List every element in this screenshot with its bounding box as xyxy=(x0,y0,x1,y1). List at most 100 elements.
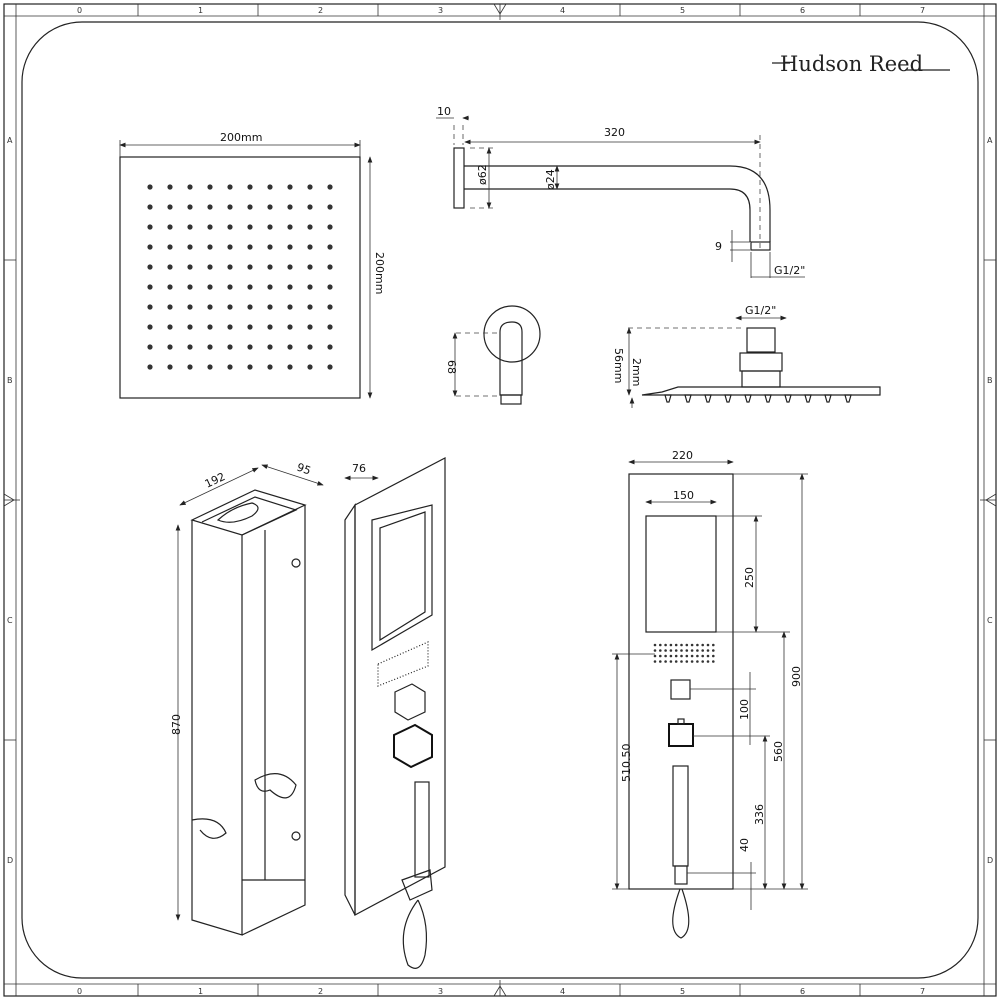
recess-width-label: 150 xyxy=(673,489,694,502)
nozzle-dot xyxy=(307,184,313,190)
nozzle-dot xyxy=(247,264,253,270)
plate-thickness-label: 10 xyxy=(437,105,451,118)
jet-dot xyxy=(659,643,662,647)
jet-dot xyxy=(653,643,657,647)
nozzle-dot xyxy=(247,224,253,230)
jet-dot xyxy=(706,649,710,652)
nozzle-dot xyxy=(147,324,153,330)
nozzle-dot xyxy=(327,324,333,330)
jet-dot xyxy=(659,654,662,658)
nozzle-dot xyxy=(247,304,253,310)
nozzle-dot xyxy=(187,364,193,370)
nozzle-dot xyxy=(247,204,253,210)
jet-dot xyxy=(680,654,683,658)
nozzle-dot xyxy=(167,364,173,370)
jet-dot xyxy=(712,660,715,663)
shower-head-top-view: 200mm 200mm xyxy=(119,131,386,399)
column-labels-bottom: 0 1 2 3 4 5 6 7 xyxy=(77,987,925,996)
nozzle-dot xyxy=(247,284,253,290)
nozzle-dot xyxy=(147,264,153,270)
nozzle-dot xyxy=(187,284,193,290)
jet-dot xyxy=(712,649,715,652)
housing-height-label: 870 xyxy=(170,714,183,735)
nozzle-dot xyxy=(307,264,313,270)
nozzle-dot xyxy=(147,184,153,190)
nozzle-dot xyxy=(187,244,193,250)
jet-dot xyxy=(685,654,689,658)
nozzle-dot xyxy=(227,304,233,310)
nozzle-dot xyxy=(307,304,313,310)
nozzle-dot xyxy=(227,324,233,330)
label: 5 xyxy=(680,6,685,15)
jet-dot xyxy=(696,660,699,663)
nozzle-dot xyxy=(327,244,333,250)
jet-dot xyxy=(696,649,699,652)
nozzle-dot xyxy=(227,264,233,270)
jet-dot xyxy=(653,649,657,652)
jet-dot xyxy=(690,649,694,652)
jet-dot xyxy=(669,660,673,663)
nozzle-dot xyxy=(147,304,153,310)
plate-diameter-label: ø62 xyxy=(476,164,489,185)
nozzle-tooth xyxy=(764,394,772,403)
panel-front-view: 220 150 250 900 510.50 100 560 336 40 xyxy=(612,449,808,939)
nozzle-dot xyxy=(167,184,173,190)
label: 1 xyxy=(198,6,203,15)
jet-dot xyxy=(659,660,662,663)
nozzle-dot xyxy=(167,224,173,230)
jet-dot xyxy=(674,654,678,658)
nozzle-dot xyxy=(287,324,293,330)
label: 0 xyxy=(77,6,82,15)
nozzle-dot xyxy=(247,364,253,370)
nozzle-dot xyxy=(167,324,173,330)
jet-dot xyxy=(664,654,667,658)
housing-box-iso: 192 95 870 xyxy=(170,461,324,936)
jet-dot xyxy=(712,643,715,647)
nozzle-dot xyxy=(207,344,213,350)
head-thread-label: G1/2" xyxy=(745,304,776,317)
arm-thread-label: G1/2" xyxy=(774,264,805,277)
jet-dot xyxy=(659,649,662,652)
label: D xyxy=(7,856,13,865)
nozzle-dot xyxy=(147,204,153,210)
nozzle-dot xyxy=(267,304,273,310)
nozzle-dot xyxy=(307,284,313,290)
outlet-height-label: 40 xyxy=(738,838,751,852)
thread-length-label: 9 xyxy=(715,240,722,253)
jet-dot xyxy=(706,654,710,658)
nozzle-dot xyxy=(267,284,273,290)
jet-dot xyxy=(664,660,667,663)
row-labels: A B C D A B C D xyxy=(7,136,993,865)
nozzle-dot xyxy=(307,364,313,370)
nozzle-tooth xyxy=(784,394,792,403)
nozzle-dot xyxy=(187,304,193,310)
nozzle-dot xyxy=(327,204,333,210)
pipe-diameter-label: ø24 xyxy=(544,169,557,190)
nozzle-dot xyxy=(227,204,233,210)
panel-depth-label: 76 xyxy=(352,462,366,475)
nozzle-dot xyxy=(207,184,213,190)
label: 7 xyxy=(920,6,925,15)
nozzle-dot xyxy=(327,284,333,290)
label: 4 xyxy=(560,6,565,15)
label: Hudson Reed xyxy=(780,52,923,76)
nozzle-dot xyxy=(207,304,213,310)
jet-dot xyxy=(706,643,710,647)
nozzle-dot xyxy=(147,224,153,230)
jets-height-label: 510.50 xyxy=(620,744,633,783)
nozzle-dot xyxy=(327,304,333,310)
nozzle-dot xyxy=(287,304,293,310)
nozzle-dot xyxy=(207,224,213,230)
nozzle-tooth xyxy=(664,394,672,403)
jet-dot xyxy=(674,649,678,652)
nozzle-dot xyxy=(287,364,293,370)
nozzle-dot xyxy=(267,224,273,230)
nozzle-dot xyxy=(287,224,293,230)
nozzle-dot xyxy=(267,184,273,190)
head-height-label: 200mm xyxy=(373,252,386,294)
nozzle-dot xyxy=(207,204,213,210)
control-spacing-label: 100 xyxy=(738,699,751,720)
label: 6 xyxy=(800,6,805,15)
housing-width-label: 192 xyxy=(203,470,228,491)
nozzle-dot xyxy=(167,284,173,290)
